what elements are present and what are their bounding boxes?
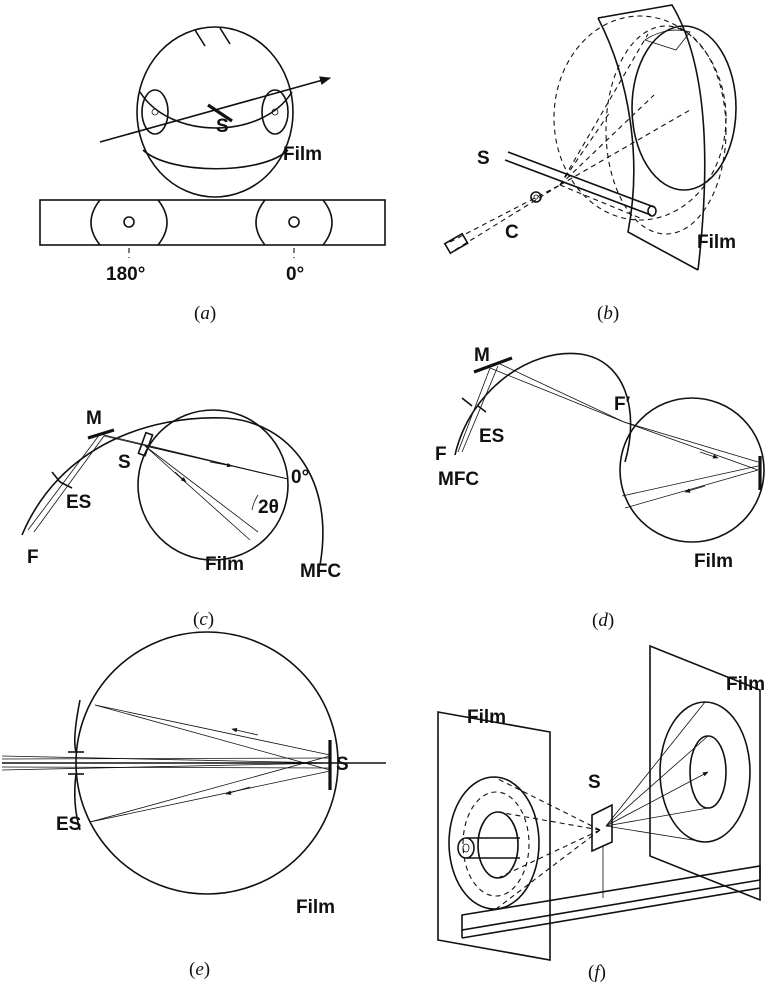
panel-a: S Film 180° 0° (a) <box>39 26 386 324</box>
film-left-label: Film <box>467 707 506 728</box>
film-right-label: Film <box>726 674 765 695</box>
monochromator-label: M <box>474 345 490 366</box>
film-label: Film <box>296 897 335 918</box>
panel-c: M S ES F 0° 2θ Film MFC (c) <box>21 408 341 630</box>
specimen-label: S <box>216 116 229 137</box>
monochromator-focusing-circle <box>21 417 324 566</box>
entrance-slit <box>461 397 473 407</box>
debye-rings-left <box>448 776 540 910</box>
ray-paths <box>457 363 759 509</box>
entrance-slit <box>68 699 84 831</box>
caption-f: (f) <box>588 962 606 983</box>
film-label: Film <box>697 232 736 253</box>
film-label: Film <box>283 144 322 165</box>
caption-a: (a) <box>194 303 216 324</box>
angle-0-label: 0° <box>286 264 304 285</box>
mfc-label: MFC <box>438 469 479 490</box>
transmission-film-plane <box>649 644 761 902</box>
monochromator-label: M <box>86 408 102 429</box>
angle-zero-label: 0° <box>291 467 309 488</box>
panel-e: S ES Film (e) <box>1 631 386 980</box>
entrance-slit-label: ES <box>479 426 504 447</box>
mfc-label: MFC <box>300 561 341 582</box>
specimen-label: S <box>477 148 490 169</box>
collimator <box>457 837 520 859</box>
monochromator-crystal <box>473 356 513 374</box>
panel-f: Film Film S (f) <box>437 644 765 983</box>
back-film-plane <box>437 711 551 961</box>
debye-rings-right <box>659 701 751 843</box>
diffraction-cones <box>553 15 737 235</box>
ray-paths <box>89 704 331 823</box>
film-label: Film <box>694 551 733 572</box>
specimen <box>591 803 613 853</box>
monochromator-focusing-circle <box>454 352 632 463</box>
specimen-label: S <box>336 754 349 775</box>
specimen-rod <box>207 103 233 123</box>
ray-paths <box>27 433 289 541</box>
caption-c: (c) <box>193 609 214 630</box>
focus-label: F <box>27 547 39 568</box>
specimen-label: S <box>588 772 601 793</box>
rod-specimen <box>504 151 657 217</box>
caption-d: (d) <box>592 610 614 631</box>
collimator <box>443 184 561 255</box>
entrance-slit <box>51 471 61 483</box>
film-circle <box>619 397 765 543</box>
cylindrical-film-camera <box>99 26 332 198</box>
ray-paths <box>493 701 709 910</box>
angle-180-label: 180° <box>106 264 145 285</box>
incident-beam <box>1 755 331 771</box>
specimen-label: S <box>118 452 131 473</box>
focus-label: F <box>435 444 447 465</box>
panel-b: S C Film (b) <box>443 4 737 324</box>
entrance-slit-label: ES <box>56 814 81 835</box>
film-label: Film <box>205 554 244 575</box>
panel-d: M F′ ES F MFC Film (d) <box>435 345 765 631</box>
focus-prime-label: F′ <box>614 394 631 415</box>
camera-bench <box>461 865 761 939</box>
flat-film-strip <box>39 199 386 258</box>
caption-e: (e) <box>189 959 210 980</box>
entrance-slit-label: ES <box>66 492 91 513</box>
two-theta-label: 2θ <box>258 497 279 518</box>
curved-film-sheet <box>597 4 706 271</box>
collimator-label: C <box>505 222 519 243</box>
film-circle <box>137 409 289 561</box>
caption-b: (b) <box>597 303 619 324</box>
